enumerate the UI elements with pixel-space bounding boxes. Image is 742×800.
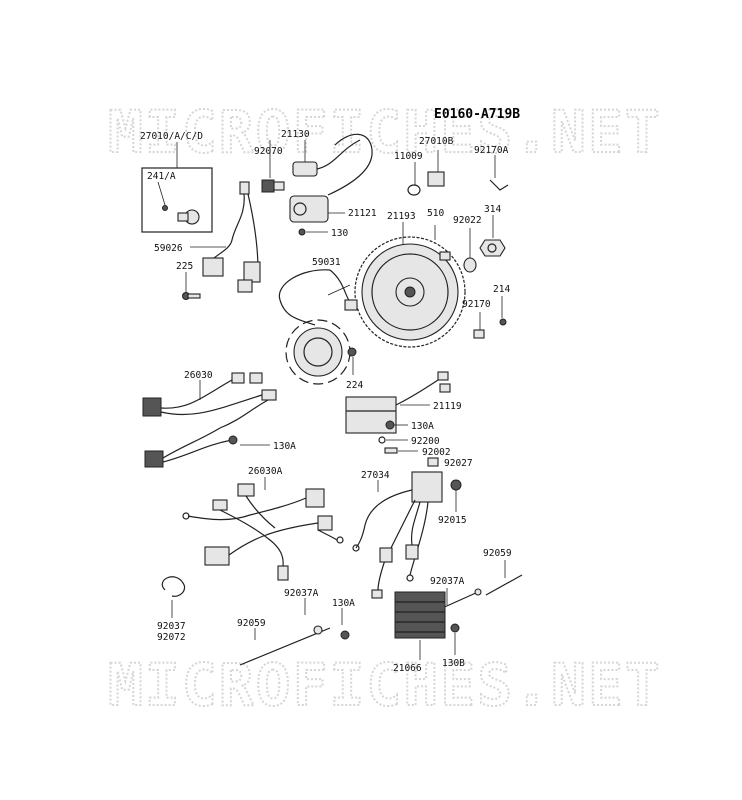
regulator-21066 — [394, 591, 460, 660]
label-27034: 27034 — [361, 470, 390, 481]
label-510: 510 — [427, 208, 444, 219]
label-92072: 92072 — [157, 632, 186, 643]
label-92037a-right: 92037A — [430, 576, 465, 587]
label-26030: 26030 — [184, 370, 213, 381]
label-92070: 92070 — [254, 146, 283, 157]
spark-plug-assembly — [261, 133, 373, 236]
watermark-top: MICROFICHES.NET — [108, 98, 662, 166]
label-92170: 92170 — [462, 299, 491, 310]
harness-26030 — [142, 372, 277, 468]
label-21066: 21066 — [393, 663, 422, 674]
watermark-bottom: MICROFICHES.NET — [108, 651, 662, 719]
label-92200: 92200 — [411, 436, 440, 447]
label-92037: 92037 — [157, 621, 186, 632]
label-314: 314 — [484, 204, 501, 215]
label-130b: 130B — [442, 658, 465, 669]
label-130a-left: 130A — [273, 441, 296, 452]
left-bolt-set — [239, 598, 350, 666]
label-130-top: 130 — [331, 228, 348, 239]
label-92022: 92022 — [453, 215, 482, 226]
stator-59031 — [278, 269, 358, 385]
label-59026: 59026 — [154, 243, 183, 254]
label-11009: 11009 — [394, 151, 423, 162]
label-21193: 21193 — [387, 211, 416, 222]
clamp-92037 — [161, 576, 186, 618]
label-214: 214 — [493, 284, 510, 295]
label-92059-right: 92059 — [483, 548, 512, 559]
label-26030a: 26030A — [248, 466, 283, 477]
label-92170a: 92170A — [474, 145, 509, 156]
label-92037a-left: 92037A — [284, 588, 319, 599]
label-21119: 21119 — [433, 401, 462, 412]
label-59031: 59031 — [312, 257, 341, 268]
screw-225 — [182, 272, 201, 300]
clip-screw — [473, 296, 507, 339]
sensor-kit-box — [141, 142, 213, 233]
label-92002: 92002 — [422, 447, 451, 458]
label-224: 224 — [346, 380, 363, 391]
cdi-27034 — [352, 471, 462, 599]
label-92059-left: 92059 — [237, 618, 266, 629]
harness-59026 — [190, 181, 261, 293]
label-130a-bottom: 130A — [332, 598, 355, 609]
diagram-code: E0160-A719B — [434, 107, 520, 122]
label-27010acd: 27010/A/C/D — [140, 131, 203, 142]
part-labels: 27010/A/C/D 241/A 21130 92070 27010B 110… — [140, 129, 512, 674]
harness-26030a — [182, 477, 344, 581]
label-92015: 92015 — [438, 515, 467, 526]
washer-nut — [463, 215, 506, 273]
label-225: 225 — [176, 261, 193, 272]
label-21121: 21121 — [348, 208, 377, 219]
ignition-unit-21119 — [345, 371, 451, 467]
label-241a: 241/A — [147, 171, 176, 182]
label-130a-mid: 130A — [411, 421, 434, 432]
label-21130: 21130 — [281, 129, 310, 140]
flywheel-21193 — [354, 222, 466, 348]
top-right-small-parts — [407, 150, 509, 196]
label-92027: 92027 — [444, 458, 473, 469]
label-27010b: 27010B — [419, 136, 454, 147]
